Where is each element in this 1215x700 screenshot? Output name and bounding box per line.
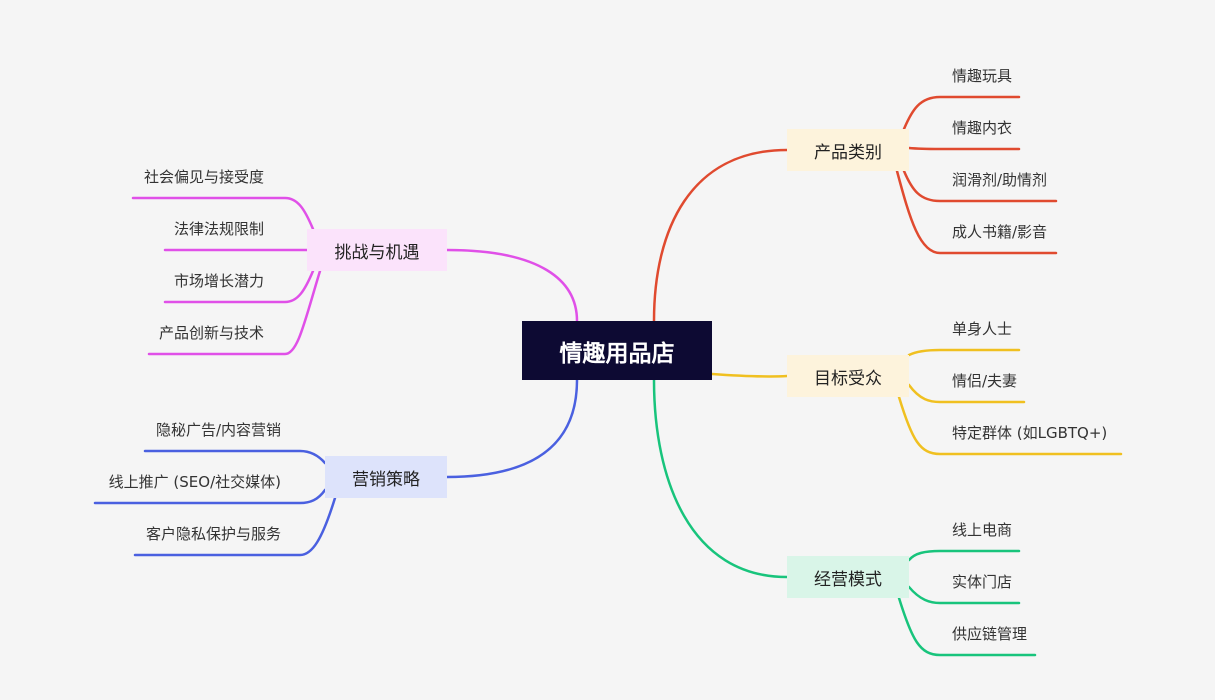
branch-product-category[interactable]: 产品类别 bbox=[787, 129, 909, 171]
connector-audience-leaf bbox=[907, 383, 1026, 404]
branch-label: 挑战与机遇 bbox=[334, 242, 420, 263]
connector-marketing-leaf bbox=[133, 496, 337, 557]
connector-business-leaf bbox=[907, 585, 1021, 605]
leaf-topic[interactable]: 特定群体 (如LGBTQ+) bbox=[952, 424, 1108, 442]
connector-product-leaf bbox=[907, 146, 1021, 151]
branch-label: 经营模式 bbox=[814, 569, 882, 590]
branch-label: 营销策略 bbox=[352, 469, 420, 490]
connector-audience-leaf bbox=[907, 348, 1021, 357]
leaf-topic[interactable]: 线上电商 bbox=[952, 521, 1013, 539]
leaf-topic[interactable]: 供应链管理 bbox=[952, 625, 1028, 643]
branch-business-model[interactable]: 经营模式 bbox=[787, 556, 909, 598]
root-topic[interactable]: 情趣用品店 bbox=[522, 321, 712, 380]
leaf-topic[interactable]: 情趣玩具 bbox=[952, 67, 1013, 85]
connector-product-leaf bbox=[902, 95, 1021, 131]
connector-audience-leaf bbox=[897, 395, 1123, 456]
connector-root-challenge bbox=[445, 248, 579, 323]
leaf-topic[interactable]: 润滑剂/助情剂 bbox=[952, 171, 1048, 189]
leaf-topic[interactable]: 成人书籍/影音 bbox=[952, 223, 1048, 241]
connector-business-leaf bbox=[897, 596, 1037, 657]
connector-root-business bbox=[652, 378, 789, 579]
leaf-topic[interactable]: 情侣/夫妻 bbox=[952, 372, 1018, 390]
branch-label: 产品类别 bbox=[814, 142, 882, 163]
leaf-topic[interactable]: 隐秘广告/内容营销 bbox=[155, 421, 281, 439]
branch-marketing-strategy[interactable]: 营销策略 bbox=[325, 456, 447, 498]
leaf-topic[interactable]: 客户隐私保护与服务 bbox=[145, 525, 281, 543]
leaf-topic[interactable]: 法律法规限制 bbox=[173, 220, 264, 238]
leaf-topic[interactable]: 产品创新与技术 bbox=[158, 324, 264, 342]
branch-label: 目标受众 bbox=[814, 368, 882, 389]
leaf-topic[interactable]: 市场增长潜力 bbox=[173, 272, 264, 290]
connector-marketing-leaf bbox=[93, 488, 327, 505]
connector-marketing-leaf bbox=[143, 449, 327, 465]
connector-root-audience bbox=[710, 372, 789, 378]
connector-product-leaf bbox=[902, 169, 1058, 203]
leaf-topic[interactable]: 线上推广 (SEO/社交媒体) bbox=[108, 473, 281, 491]
leaf-topic[interactable]: 情趣内衣 bbox=[952, 119, 1013, 137]
connector-challenge-leaf bbox=[163, 269, 315, 304]
connector-challenge-leaf bbox=[131, 196, 315, 231]
branch-challenges-opportunities[interactable]: 挑战与机遇 bbox=[307, 229, 447, 271]
connector-root-product bbox=[652, 148, 789, 323]
leaf-topic[interactable]: 社会偏见与接受度 bbox=[143, 168, 264, 186]
connector-challenge-leaf bbox=[147, 269, 322, 356]
root-topic-label: 情趣用品店 bbox=[559, 340, 675, 367]
branch-target-audience[interactable]: 目标受众 bbox=[787, 355, 909, 397]
leaf-topic[interactable]: 单身人士 bbox=[952, 320, 1013, 338]
connector-root-marketing bbox=[445, 378, 579, 479]
connector-business-leaf bbox=[907, 549, 1021, 562]
connector-product-leaf bbox=[895, 169, 1058, 255]
leaf-topic[interactable]: 实体门店 bbox=[952, 573, 1013, 591]
